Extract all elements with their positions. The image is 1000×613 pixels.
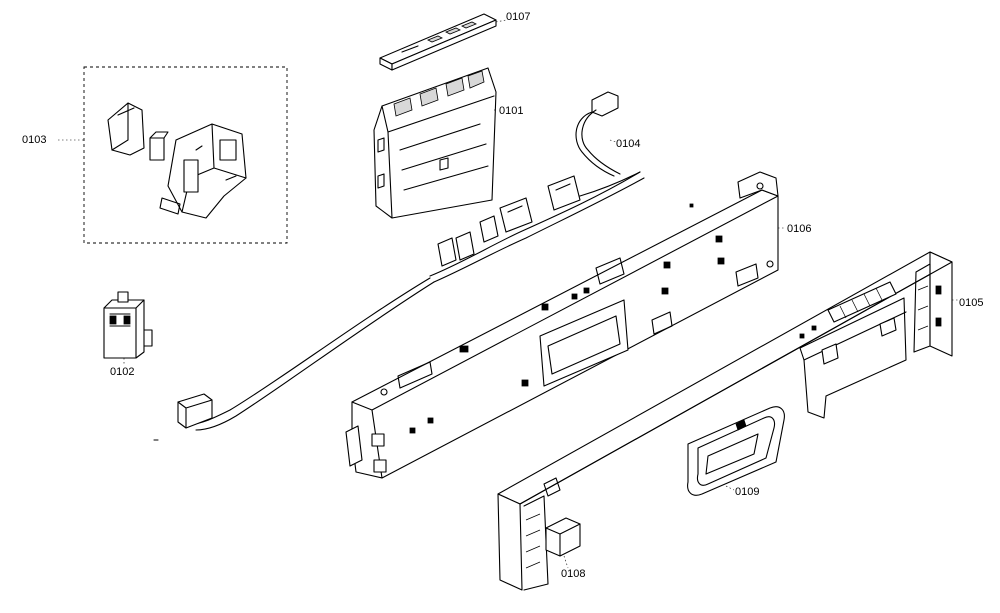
door-lock-assembly[interactable] [83,66,288,244]
label-relay: 0102 [110,366,135,378]
relay[interactable] [103,291,153,359]
leader-lines [58,19,958,569]
wiring-harness[interactable] [177,91,645,431]
label-handle: 0109 [735,486,760,498]
keypad-strip[interactable] [379,13,497,71]
label-wiring-harness: 0104 [616,138,641,150]
label-front-panel: 0105 [959,297,984,309]
label-knob: 0108 [561,568,586,580]
label-keypad-strip: 0107 [506,11,531,23]
front-panel[interactable] [497,251,953,591]
handle[interactable] [687,406,785,496]
controller[interactable] [373,67,497,219]
label-controller: 0101 [499,105,524,117]
label-panel-housing: 0106 [787,223,812,235]
knob[interactable] [545,517,581,557]
panel-housing[interactable] [345,171,779,479]
label-door-lock-assembly: 0103 [22,134,47,146]
